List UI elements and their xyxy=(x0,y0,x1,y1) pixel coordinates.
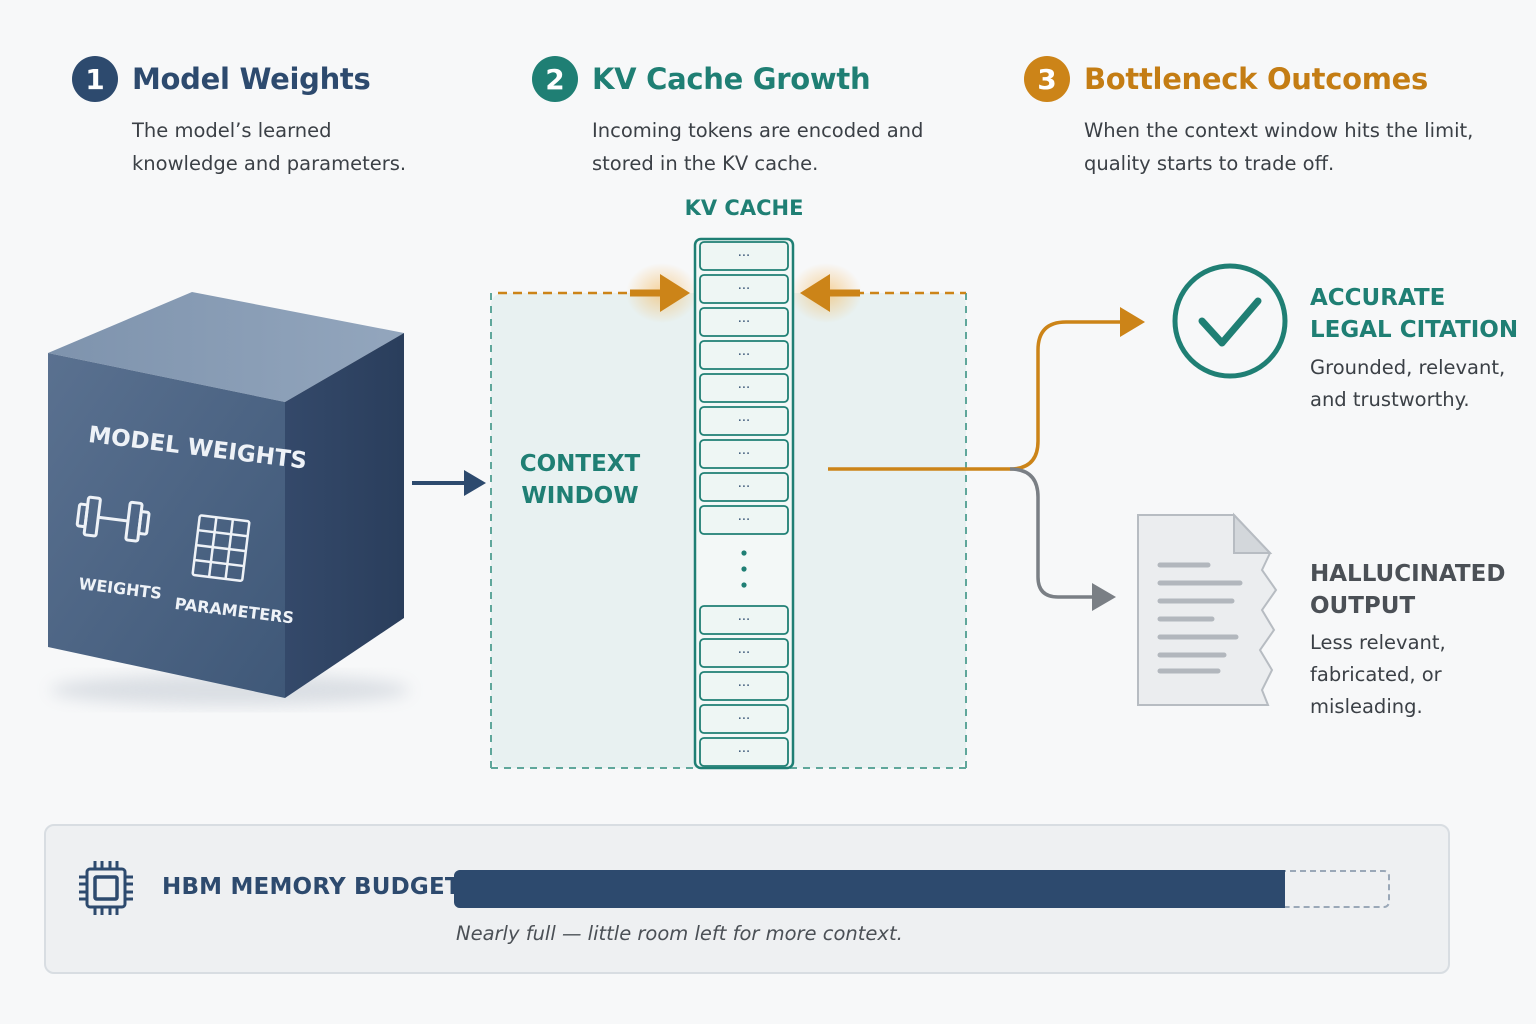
hbm-budget-panel: HBM MEMORY BUDGET Nearly full — little r… xyxy=(44,824,1450,974)
cube-front-face xyxy=(48,353,285,698)
kv-cache-label: KV CACHE xyxy=(684,196,804,220)
step-header: 2 KV Cache Growth xyxy=(532,56,923,102)
diagram-canvas: ··· ··· ··· ··· ··· ··· ··· ··· ··· ··· ··· ··· ··· ·… xyxy=(48,237,1288,770)
kv-cache-slot: ··· xyxy=(699,340,789,370)
step-bottleneck-outcomes: 3 Bottleneck Outcomes When the context w… xyxy=(1024,56,1473,180)
kv-cache-slot-text: ··· xyxy=(738,480,750,495)
step-kv-cache-growth: 2 KV Cache Growth Incoming tokens are en… xyxy=(532,56,923,180)
pressure-arrow-right xyxy=(800,274,860,312)
kv-cache-slots: ··· ··· ··· ··· ··· ··· ··· ··· ··· ··· ··· ··· ··· ·… xyxy=(699,241,789,767)
accurate-outcome-title: ACCURATE LEGAL CITATION xyxy=(1310,285,1519,343)
context-window-label: CONTEXT WINDOW xyxy=(519,451,641,509)
kv-cache-ellipsis xyxy=(741,550,747,588)
kv-cache-slot: ··· xyxy=(699,737,789,767)
step-header: 1 Model Weights xyxy=(72,56,406,102)
step-header: 3 Bottleneck Outcomes xyxy=(1024,56,1473,102)
kv-cache-slot: ··· xyxy=(699,505,789,535)
kv-cache-slot: ··· xyxy=(699,406,789,436)
arrow-to-context xyxy=(412,470,486,496)
pressure-arrow-left xyxy=(630,274,690,312)
step-number-badge: 3 xyxy=(1024,56,1070,102)
kv-cache-slot-text: ··· xyxy=(738,249,750,264)
kv-cache-slot: ··· xyxy=(699,241,789,271)
kv-cache-slot-text: ··· xyxy=(738,348,750,363)
step-description: Incoming tokens are encoded and stored i… xyxy=(592,119,924,175)
kv-cache-slot-text: ··· xyxy=(738,381,750,396)
kv-cache-slot: ··· xyxy=(699,472,789,502)
budget-progress-track xyxy=(454,870,1390,908)
step-number-badge: 2 xyxy=(532,56,578,102)
step-number-badge: 1 xyxy=(72,56,118,102)
step-description: When the context window hits the limit, … xyxy=(1084,119,1474,175)
model-weights-cube xyxy=(48,292,404,698)
kv-cache-slot-text: ··· xyxy=(738,447,750,462)
kv-cache-slot: ··· xyxy=(699,704,789,734)
budget-progress-fill xyxy=(454,870,1285,908)
kv-cache-slot: ··· xyxy=(699,638,789,668)
hallucinated-outcome-description: Less relevant, fabricated, or misleading… xyxy=(1310,631,1446,718)
kv-cache-slot-text: ··· xyxy=(738,679,750,694)
step-title: Bottleneck Outcomes xyxy=(1084,62,1428,96)
kv-cache-slot-text: ··· xyxy=(738,315,750,330)
step-title: Model Weights xyxy=(132,62,371,96)
torn-document-icon xyxy=(1137,512,1278,706)
cube-shadow xyxy=(50,674,410,706)
memory-chip-icon xyxy=(79,861,133,915)
step-model-weights: 1 Model Weights The model’s learned know… xyxy=(72,56,406,180)
kv-cache-slot-text: ··· xyxy=(738,282,750,297)
kv-cache-slot-text: ··· xyxy=(738,513,750,528)
kv-cache-column xyxy=(693,237,795,770)
kv-cache-slot-text: ··· xyxy=(738,745,750,760)
step-title: KV Cache Growth xyxy=(592,62,871,96)
kv-cache-slot: ··· xyxy=(699,605,789,635)
dumbbell-icon xyxy=(75,495,151,543)
kv-cache-slot: ··· xyxy=(699,671,789,701)
kv-cache-slot-text: ··· xyxy=(738,646,750,661)
accurate-outcome-description: Grounded, relevant, and trustworthy. xyxy=(1310,356,1506,411)
budget-note: Nearly full — little room left for more … xyxy=(456,922,903,945)
hallucinated-outcome-title: HALLUCINATED OUTPUT xyxy=(1310,561,1506,619)
kv-cache-slot: ··· xyxy=(699,373,789,403)
step-description: The model’s learned knowledge and parame… xyxy=(132,119,407,175)
output-branch xyxy=(828,307,1145,611)
grid-icon xyxy=(191,514,251,582)
budget-title: HBM MEMORY BUDGET xyxy=(162,874,461,900)
cube-top-face xyxy=(48,292,404,402)
kv-cache-slot-text: ··· xyxy=(738,414,750,429)
kv-cache-slot: ··· xyxy=(699,439,789,469)
kv-cache-slot: ··· xyxy=(699,274,789,304)
checkmark-circle-icon xyxy=(1172,263,1288,379)
cube-side-face xyxy=(285,333,404,698)
kv-cache-slot-text: ··· xyxy=(738,712,750,727)
kv-cache-slot: ··· xyxy=(699,307,789,337)
kv-cache-slot-text: ··· xyxy=(738,613,750,628)
